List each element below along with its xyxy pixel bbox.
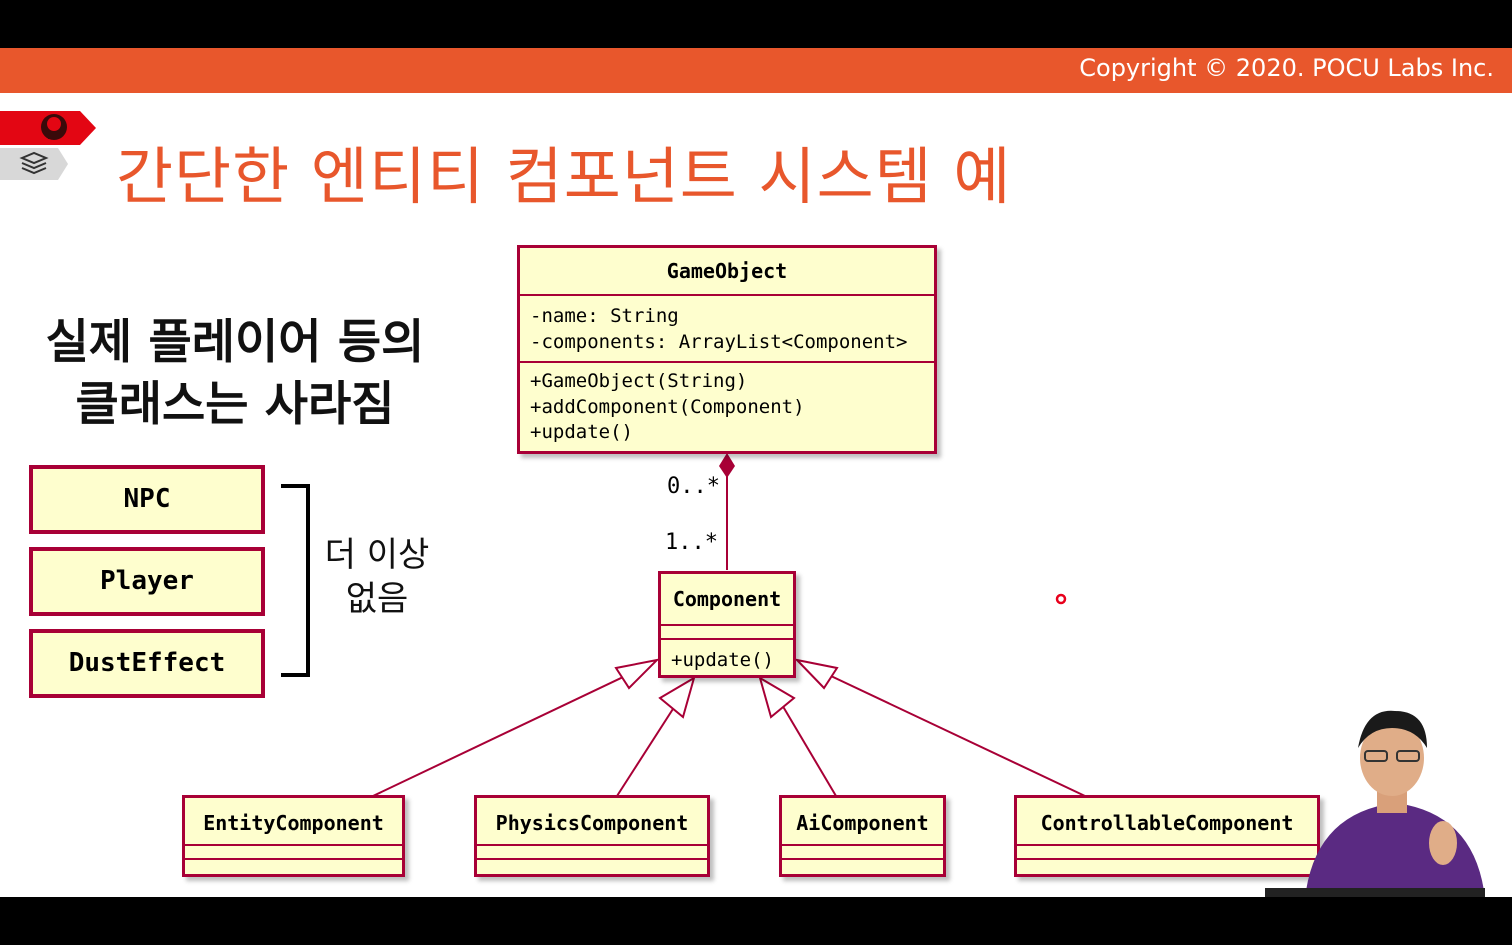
component-methods: +update() bbox=[661, 638, 793, 674]
ai-generalization-line bbox=[777, 697, 837, 797]
method-item: +addComponent(Component) bbox=[530, 395, 805, 418]
subclass-fields bbox=[782, 844, 943, 858]
subclass-methods bbox=[477, 858, 707, 860]
multiplicity-top: 0..* bbox=[667, 474, 720, 499]
entitycomponent-class: EntityComponent bbox=[182, 795, 405, 877]
bottom-letterbox bbox=[0, 897, 1512, 945]
subclass-name: EntityComponent bbox=[203, 811, 384, 835]
subclass-methods bbox=[782, 858, 943, 860]
slide-title: 간단한 엔티티 컴포넌트 시스템 예 bbox=[116, 140, 1012, 213]
subclass-methods bbox=[1017, 858, 1317, 860]
controllable-arrowhead bbox=[794, 658, 839, 690]
gameobject-class: GameObject -name: String -components: Ar… bbox=[517, 245, 937, 454]
subclass-fields bbox=[1017, 844, 1317, 858]
ai-arrowhead bbox=[758, 675, 796, 719]
gameobject-methods: +GameObject(String) +addComponent(Compon… bbox=[520, 361, 934, 450]
brain-icon bbox=[0, 111, 96, 145]
gameobject-class-name: GameObject bbox=[666, 259, 788, 283]
method-item: +update() bbox=[530, 421, 633, 443]
pointer-dot bbox=[1055, 593, 1067, 605]
presenter-shirt bbox=[1305, 803, 1485, 897]
removed-note: 더 이상 없음 bbox=[324, 535, 430, 619]
physicscomponent-class: PhysicsComponent bbox=[474, 795, 710, 877]
presenter-hair bbox=[1358, 710, 1427, 748]
presenter-hand bbox=[1429, 821, 1457, 865]
method-item: +update() bbox=[671, 649, 774, 671]
composition-diamond bbox=[719, 453, 735, 478]
npc-class-box: NPC bbox=[29, 465, 265, 534]
presenter-face bbox=[1360, 720, 1424, 796]
top-letterbox bbox=[0, 0, 1512, 48]
field-item: -name: String bbox=[530, 305, 679, 327]
dusteffect-class-box: DustEffect bbox=[29, 629, 265, 698]
subclass-name: AiComponent bbox=[796, 811, 929, 835]
physics-generalization-line bbox=[616, 697, 681, 797]
stack-icon bbox=[0, 148, 68, 180]
bracket bbox=[281, 484, 310, 677]
entity-generalization-line bbox=[372, 667, 643, 797]
slide-subtitle: 실제 플레이어 등의 클래스는 사라짐 bbox=[45, 315, 425, 432]
multiplicity-bottom: 1..* bbox=[665, 530, 718, 555]
subclass-fields bbox=[477, 844, 707, 858]
physics-arrowhead bbox=[658, 675, 696, 719]
controllablecomponent-class: ControllableComponent bbox=[1014, 795, 1320, 877]
presenter-video bbox=[1265, 710, 1485, 897]
header-bar: Copyright © 2020. POCU Labs Inc. bbox=[0, 48, 1512, 93]
component-class: Component +update() bbox=[658, 571, 796, 678]
copyright-text: Copyright © 2020. POCU Labs Inc. bbox=[1079, 54, 1494, 82]
subclass-methods bbox=[185, 858, 402, 860]
subclass-fields bbox=[185, 844, 402, 858]
slide: Copyright © 2020. POCU Labs Inc. 간단한 엔티티… bbox=[0, 48, 1512, 897]
uml-connectors bbox=[372, 453, 1086, 797]
aicomponent-class: AiComponent bbox=[779, 795, 946, 877]
component-class-name: Component bbox=[672, 587, 782, 611]
field-item: -components: ArrayList<Component> bbox=[530, 330, 908, 353]
subclass-name: ControllableComponent bbox=[1040, 811, 1294, 835]
controllable-generalization-line bbox=[813, 667, 1086, 797]
component-fields bbox=[661, 624, 793, 638]
section-icons bbox=[0, 111, 96, 180]
method-item: +GameObject(String) bbox=[530, 370, 748, 392]
subclass-name: PhysicsComponent bbox=[495, 811, 689, 835]
player-class-box: Player bbox=[29, 547, 265, 616]
gameobject-fields: -name: String -components: ArrayList<Com… bbox=[520, 294, 934, 361]
entity-arrowhead bbox=[614, 658, 661, 690]
